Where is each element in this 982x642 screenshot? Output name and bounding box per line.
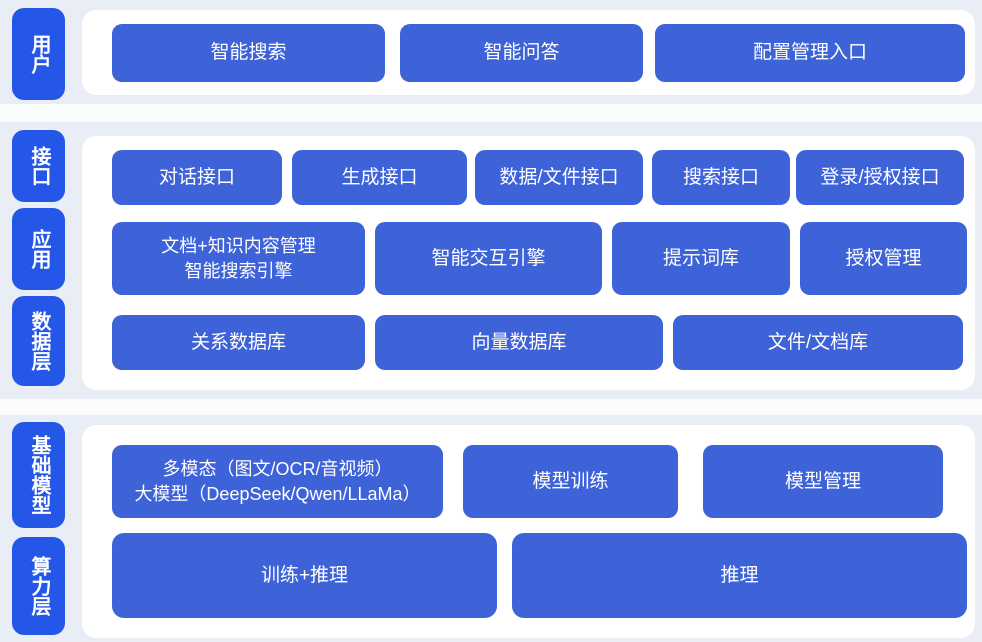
block-training-plus-inference: 训练+推理 (112, 533, 497, 618)
panel-foundation-layers: 多模态（图文/OCR/音视频） 大模型（DeepSeek/Qwen/LLaMa）… (82, 425, 975, 638)
layer-label-data-layer: 数据层 (12, 296, 65, 386)
block-prompt-library: 提示词库 (612, 222, 790, 295)
block-doc-knowledge-search-engine: 文档+知识内容管理 智能搜索引擎 (112, 222, 365, 295)
block-search-api: 搜索接口 (652, 150, 790, 205)
block-file-document-store: 文件/文档库 (673, 315, 963, 370)
block-config-management-entry: 配置管理入口 (655, 23, 965, 82)
layer-label-interface: 接口 (12, 130, 65, 202)
block-smart-search: 智能搜索 (112, 23, 385, 82)
band-middle-layers: 接口 应用 数据层 对话接口 生成接口 数据/文件接口 搜索接口 登录/授权接口… (0, 122, 982, 399)
panel-middle-layers: 对话接口 生成接口 数据/文件接口 搜索接口 登录/授权接口 文档+知识内容管理… (82, 136, 975, 390)
block-vector-database: 向量数据库 (375, 315, 663, 370)
block-line2: 大模型（DeepSeek/Qwen/LLaMa） (134, 483, 421, 504)
block-line1: 多模态（图文/OCR/音视频） (162, 459, 393, 480)
layer-label-compute-layer: 算力层 (12, 537, 65, 635)
layer-label-foundation-model: 基础模型 (12, 422, 65, 528)
layer-label-application: 应用 (12, 208, 65, 290)
rail-middle: 接口 应用 数据层 (12, 122, 65, 386)
block-login-auth-api: 登录/授权接口 (796, 150, 964, 205)
block-multimodal-llm: 多模态（图文/OCR/音视频） 大模型（DeepSeek/Qwen/LLaMa） (112, 445, 443, 518)
block-line2: 智能搜索引擎 (184, 260, 293, 281)
block-data-file-api: 数据/文件接口 (475, 150, 643, 205)
block-inference: 推理 (512, 533, 967, 618)
block-dialog-api: 对话接口 (112, 150, 282, 205)
band-foundation-layers: 基础模型 算力层 多模态（图文/OCR/音视频） 大模型（DeepSeek/Qw… (0, 415, 982, 642)
block-intelligent-interaction-engine: 智能交互引擎 (375, 222, 602, 295)
block-relational-database: 关系数据库 (112, 315, 365, 370)
block-generation-api: 生成接口 (292, 150, 467, 205)
band-user-layer: 用户 智能搜索 智能问答 配置管理入口 (0, 0, 982, 104)
panel-user-layer: 智能搜索 智能问答 配置管理入口 (82, 10, 975, 95)
block-smart-qa: 智能问答 (400, 23, 643, 82)
block-line1: 文档+知识内容管理 (161, 236, 316, 257)
rail-foundation: 基础模型 算力层 (12, 415, 65, 635)
block-model-training: 模型训练 (463, 445, 678, 518)
block-model-management: 模型管理 (703, 445, 943, 518)
rail-user: 用户 (12, 0, 65, 100)
block-authorization-management: 授权管理 (800, 222, 967, 295)
layer-label-user: 用户 (12, 8, 65, 100)
